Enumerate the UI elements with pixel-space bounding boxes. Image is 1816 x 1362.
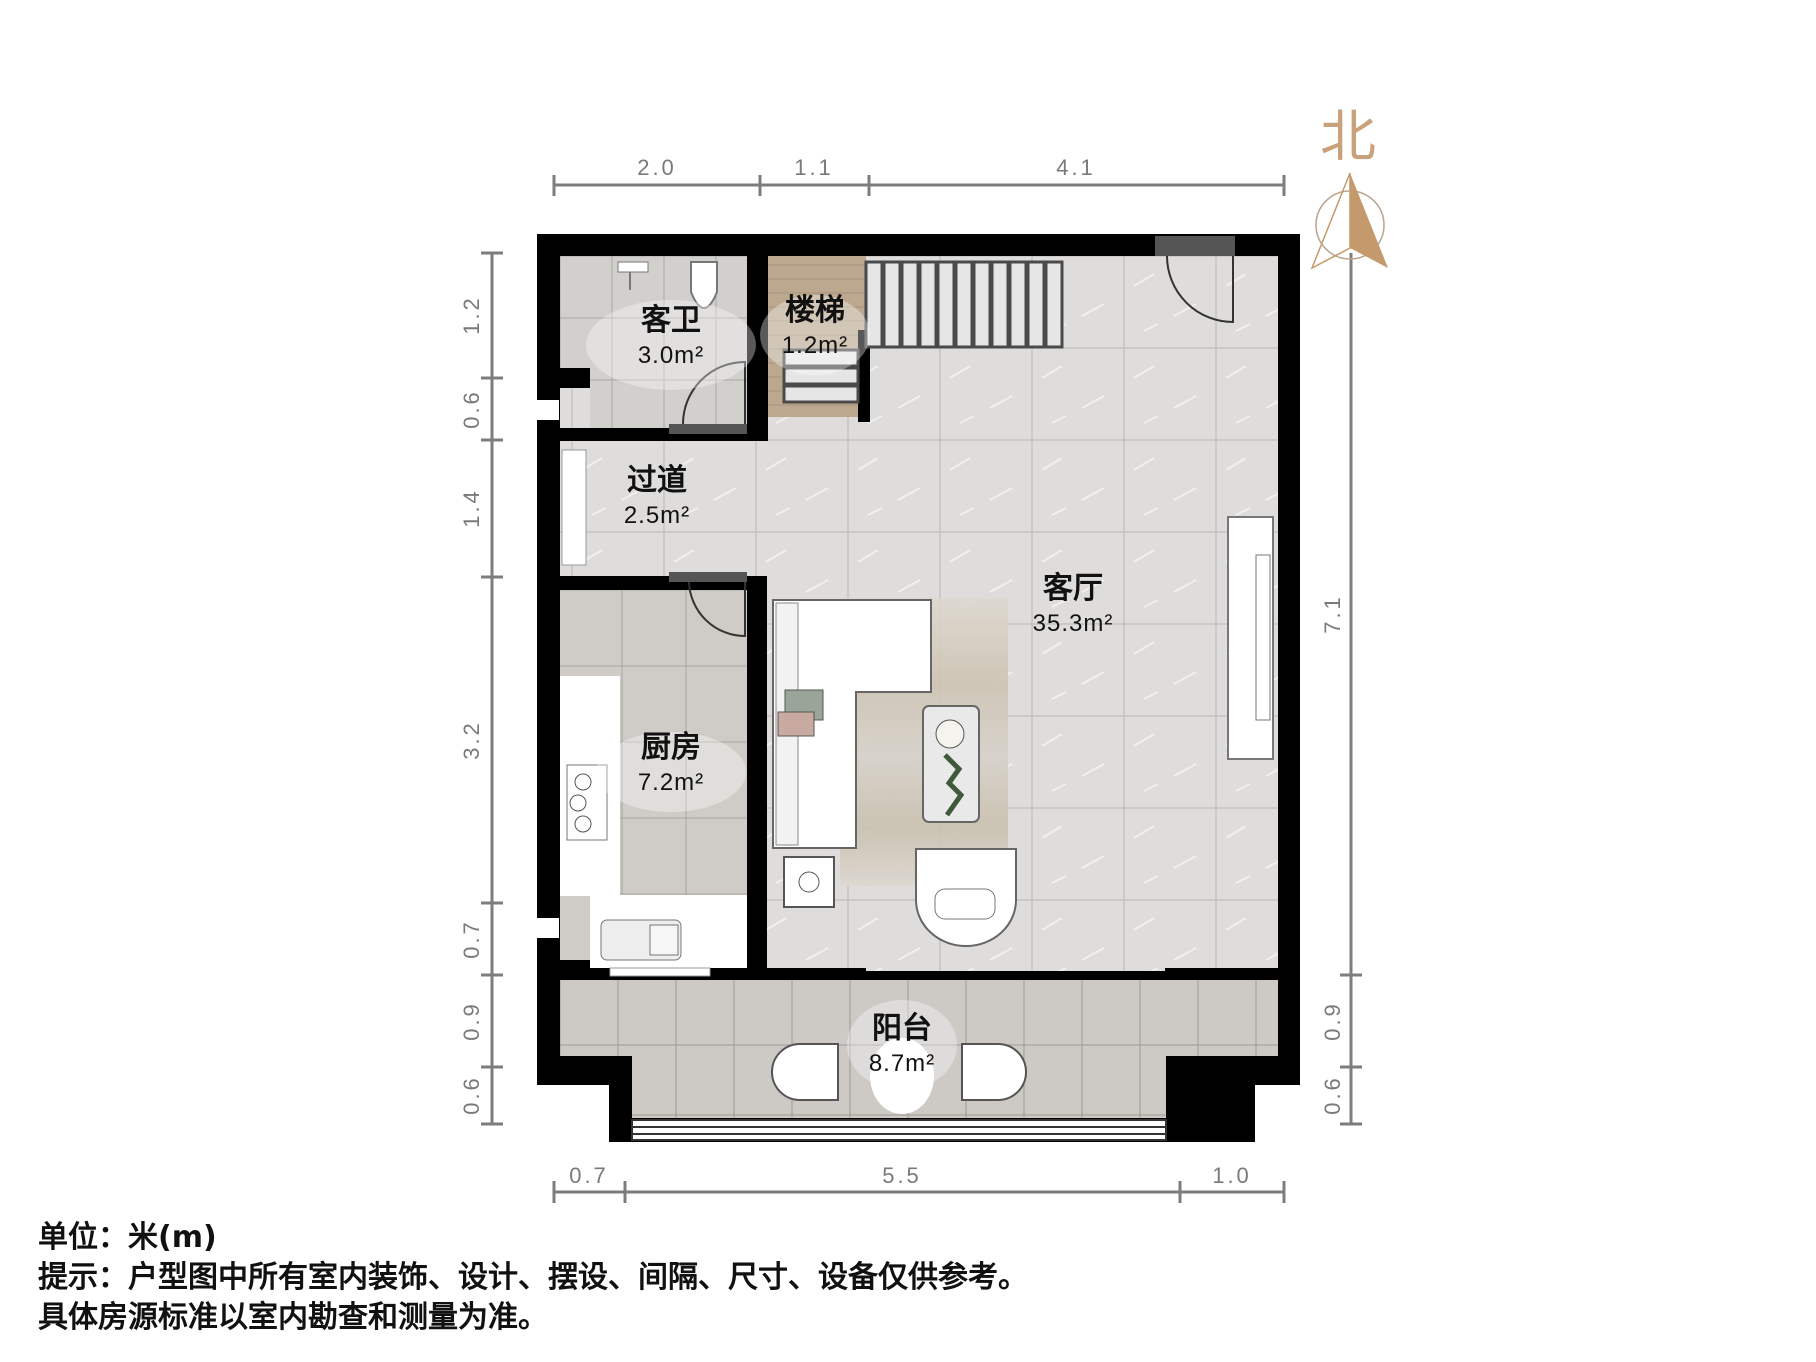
room-area: 3.0m² (637, 342, 705, 369)
room-kitchen: 厨房 7.2m² (638, 729, 704, 799)
room-living-room: 客厅 35.3m² (1033, 570, 1114, 640)
disclaimer-note: 提示：户型图中所有室内装饰、设计、摆设、间隔、尺寸、设备仅供参考。 (38, 1260, 1028, 1295)
room-area: 7.2m² (637, 769, 705, 796)
room-balcony: 阳台 8.7m² (869, 1010, 935, 1080)
label-halo (760, 295, 870, 375)
room-name: 客卫 (640, 303, 701, 338)
dim-bottom-1: 0.7 (569, 1163, 609, 1188)
label-halo (847, 1000, 957, 1090)
room-name: 过道 (626, 463, 687, 498)
label-halo (596, 732, 746, 812)
standard-note: 具体房源标准以室内勘查和测量为准。 (38, 1300, 548, 1335)
room-name: 厨房 (640, 730, 701, 765)
dim-top-2: 1.1 (794, 155, 834, 180)
room-name: 客厅 (1042, 571, 1103, 606)
unit-note: 单位：米(m) (38, 1220, 217, 1255)
dim-bottom-3: 1.0 (1212, 1163, 1252, 1188)
room-hallway: 过道 2.5m² (624, 462, 690, 532)
dim-top-1: 2.0 (637, 155, 677, 180)
room-staircase: 楼梯 1.2m² (782, 292, 848, 362)
footnotes: 单位：米(m) 提示：户型图中所有室内装饰、设计、摆设、间隔、尺寸、设备仅供参考… (38, 1218, 1028, 1338)
north-label: 北 (1320, 105, 1376, 170)
dim-top-3: 4.1 (1056, 155, 1096, 180)
room-area: 8.7m² (868, 1050, 936, 1077)
dim-bottom-2: 5.5 (882, 1163, 922, 1188)
room-guest-bathroom: 客卫 3.0m² (638, 302, 704, 372)
room-area: 1.2m² (781, 332, 849, 359)
label-halo (586, 300, 756, 390)
room-area: 2.5m² (623, 502, 691, 529)
north-arrow-icon (1310, 172, 1388, 270)
room-name: 阳台 (871, 1011, 932, 1046)
room-area: 35.3m² (1032, 610, 1114, 637)
room-name: 楼梯 (784, 293, 845, 328)
